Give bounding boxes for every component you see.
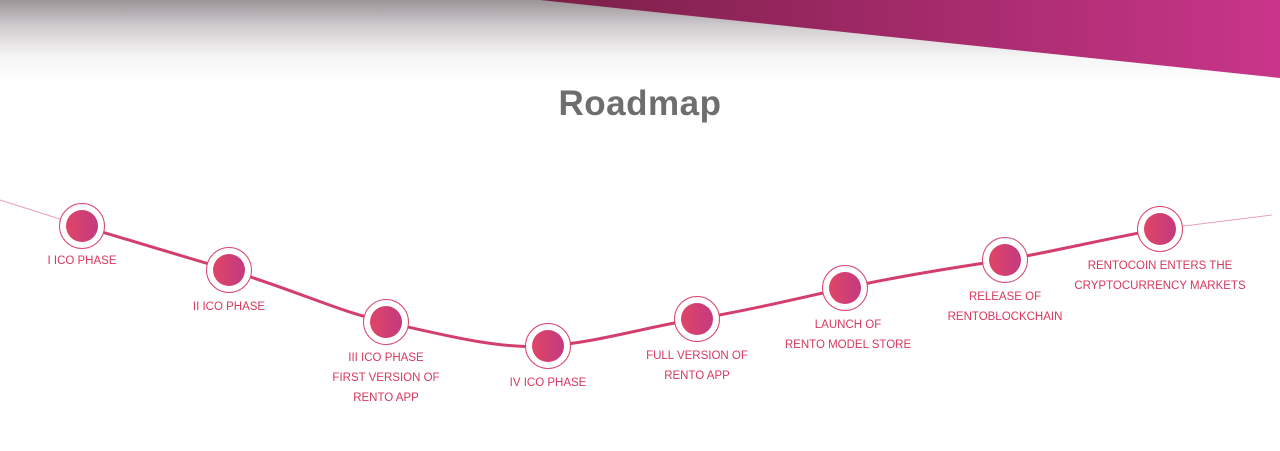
milestone-dot [681, 303, 713, 335]
milestone-label-line: RELEASE OF [968, 291, 1042, 303]
milestone-label-line: RENTOBLOCKCHAIN [947, 311, 1063, 323]
milestone-marker-8 [1137, 206, 1183, 252]
milestone-label-line: FIRST VERSION OF [332, 372, 440, 384]
milestone-label-line: LAUNCH OF [814, 319, 882, 331]
milestone-label-5: FULL VERSION OF RENTO APP [602, 346, 792, 386]
milestone-dot [66, 210, 98, 242]
page-title: Roadmap [558, 84, 722, 123]
milestone-label-6: LAUNCH OF RENTO MODEL STORE [753, 315, 943, 355]
milestone-dot [989, 244, 1021, 276]
milestone-label-line: I ICO PHASE [47, 255, 117, 267]
milestone-marker-3 [363, 299, 409, 345]
milestone-marker-5 [674, 296, 720, 342]
milestone-dot [829, 272, 861, 304]
milestone-label-line: RENTOCOIN ENTERS THE [1087, 260, 1233, 272]
milestone-dot [532, 330, 564, 362]
milestone-dot [213, 254, 245, 286]
milestone-label-line: III ICO PHASE [348, 352, 424, 364]
milestone-label-4: IV ICO PHASE [453, 373, 643, 393]
milestone-label-line: RENTO APP [664, 370, 730, 382]
milestone-marker-6 [822, 265, 868, 311]
milestone-label-line: CRYPTOCURRENCY MARKETS [1074, 280, 1246, 292]
milestone-marker-1 [59, 203, 105, 249]
milestone-label-7: RELEASE OF RENTOBLOCKCHAIN [910, 287, 1100, 327]
milestone-label-line: II ICO PHASE [192, 301, 266, 313]
milestone-dot [370, 306, 402, 338]
header-accent-shape [540, 0, 1280, 78]
milestone-label-1: I ICO PHASE [0, 251, 177, 271]
milestone-marker-2 [206, 247, 252, 293]
milestone-label-line: FULL VERSION OF [646, 350, 748, 362]
milestone-label-line: RENTO APP [353, 392, 419, 404]
milestone-label-3: III ICO PHASE FIRST VERSION OF RENTO APP [291, 348, 481, 408]
milestone-marker-4 [525, 323, 571, 369]
milestone-label-2: II ICO PHASE [134, 297, 324, 317]
milestone-label-line: RENTO MODEL STORE [784, 339, 912, 351]
milestone-dot [1144, 213, 1176, 245]
milestone-marker-7 [982, 237, 1028, 283]
milestone-label-8: RENTOCOIN ENTERS THE CRYPTOCURRENCY MARK… [1065, 256, 1255, 296]
milestone-label-line: IV ICO PHASE [509, 377, 587, 389]
